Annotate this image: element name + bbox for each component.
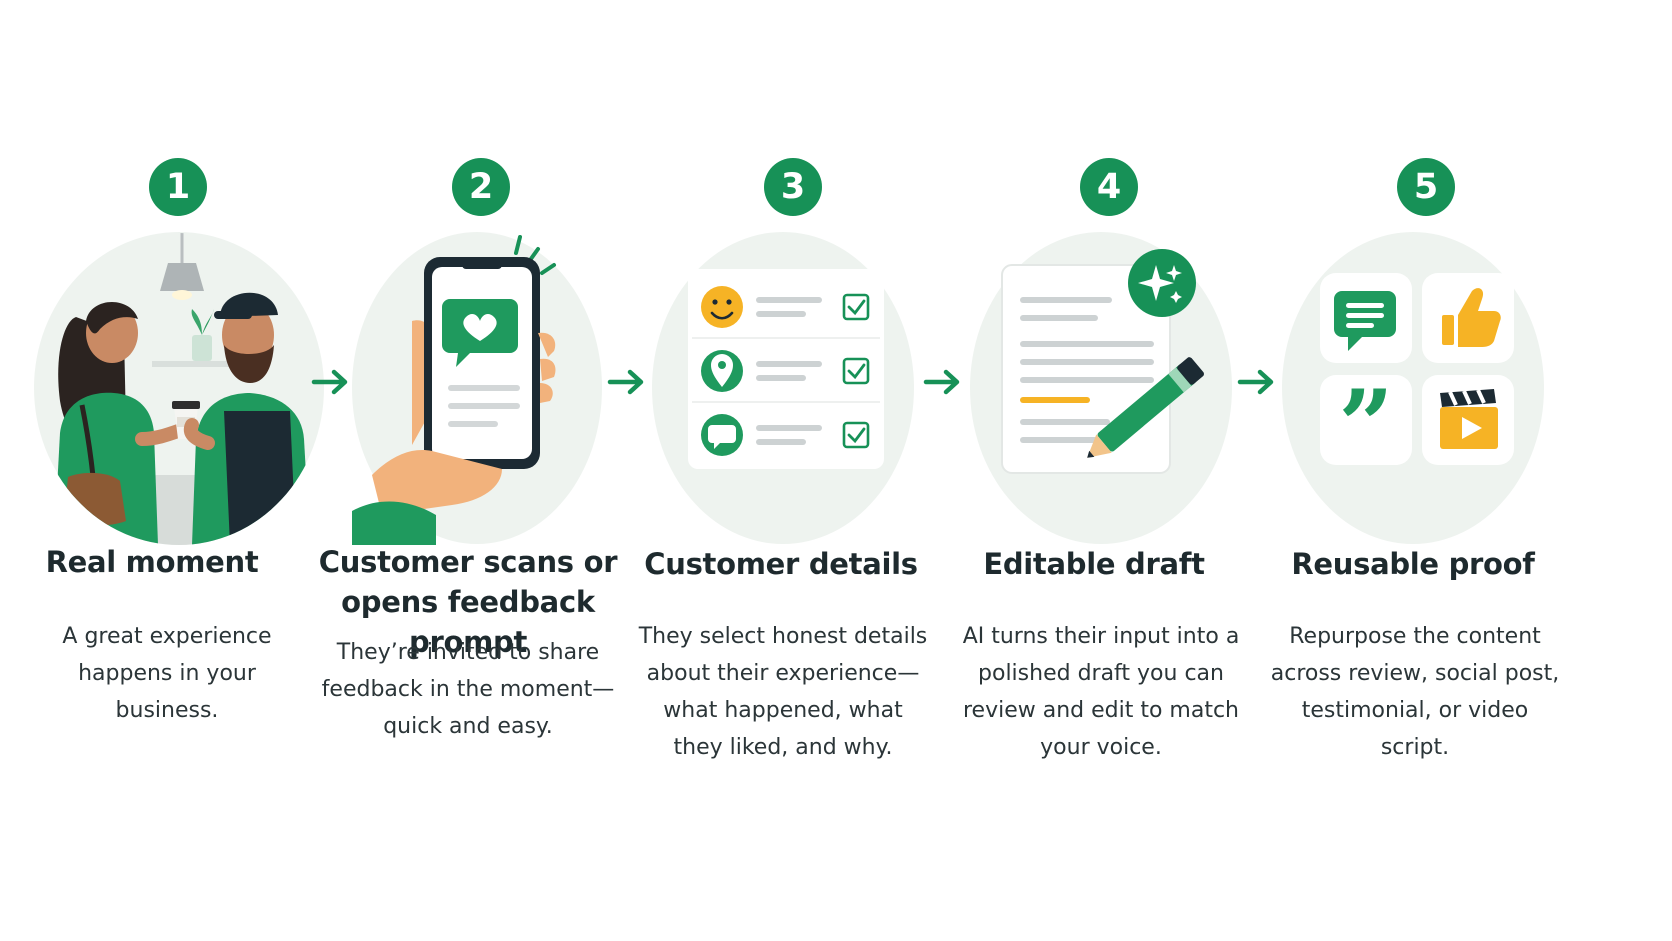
step-1: 1	[12, 0, 342, 941]
step-description: They’re invited to share feedback in the…	[321, 640, 615, 739]
hand-holding-phone-illustration	[352, 235, 556, 545]
step-3: 3 Customer details They select honest de…	[636, 0, 966, 941]
step-number-badge: 2	[452, 158, 510, 216]
arrow-right-icon	[607, 369, 644, 395]
step-description: Repurpose the content across review, soc…	[1270, 624, 1560, 760]
checklist-card-illustration	[688, 269, 884, 469]
step-title: Customer scans or opens feedback prompt	[293, 542, 643, 662]
step-number-badge: 4	[1080, 158, 1138, 216]
quote-icon: ”	[1338, 369, 1393, 482]
people-exchanging-coffee-illustration	[34, 233, 324, 545]
step-number-badge: 5	[1397, 158, 1455, 216]
step-title: Editable draft	[983, 547, 1205, 581]
step-2: 2 Customer scans or opens feedback promp…	[318, 0, 648, 941]
smiley-icon	[701, 286, 743, 328]
step-description: A great experience happens in your busin…	[62, 624, 272, 723]
step-title-text: Customer scans or opens feedback prompt	[318, 545, 618, 659]
document-with-pencil-illustration	[1001, 249, 1204, 474]
arrow-right-icon	[923, 369, 960, 395]
step-number-badge: 1	[149, 158, 207, 216]
thumbs-up-icon	[1458, 288, 1501, 347]
step-number-badge: 3	[764, 158, 822, 216]
step-title: Customer details	[644, 547, 918, 581]
step-title: Reusable proof	[1291, 547, 1535, 581]
arrow-right-icon	[1237, 369, 1274, 395]
step-description: AI turns their input into a polished dra…	[962, 624, 1240, 760]
step-5: 5 ” Reusable proof Repurpose the content…	[1270, 0, 1600, 941]
arrow-right-icon	[311, 369, 348, 395]
step-title: Real moment	[45, 545, 259, 579]
step-4: 4 Editable draft AI turns their input in…	[956, 0, 1286, 941]
step-description: They select honest details about their e…	[638, 624, 928, 760]
content-format-tiles-illustration: ”	[1320, 273, 1514, 482]
